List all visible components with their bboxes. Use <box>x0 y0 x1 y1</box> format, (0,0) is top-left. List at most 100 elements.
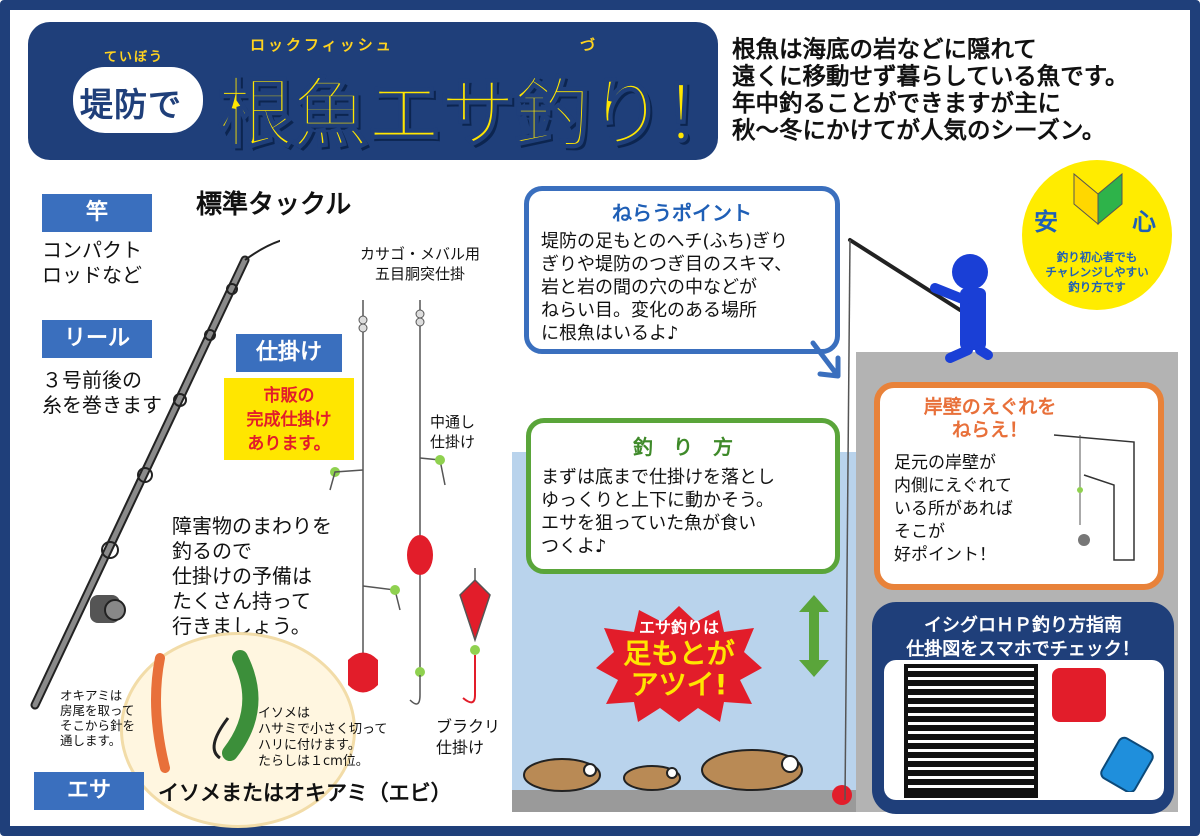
rig-note-line: 市販の <box>263 386 315 406</box>
rigs-illustration <box>329 300 491 705</box>
safety-badge <box>1022 160 1172 310</box>
bait-text: イソメまたはオキアミ（エビ） <box>158 781 452 805</box>
spare-rig-line: 障害物のまわりを <box>172 514 332 538</box>
reel-label: リール <box>42 320 152 358</box>
rig2-caption-line: 仕掛け <box>430 433 476 451</box>
qr-code[interactable] <box>904 664 1038 798</box>
qr-caption-line: 仕掛図をスマホでチェック！ <box>906 639 1140 660</box>
okiami-note-line: 通します。 <box>60 733 122 748</box>
spare-rig-line: 仕掛けの予備は <box>172 564 312 588</box>
method-text-line: ゆっくりと上下に動かそう。 <box>541 490 774 511</box>
qr-caption-line: イシグロＨＰ釣り方指南 <box>924 615 1122 636</box>
method-text-line: まずは底まで仕掛けを落とし <box>541 467 775 488</box>
brand-logo <box>1052 668 1106 722</box>
rod-illustration <box>30 239 280 710</box>
teibou-bubble <box>70 64 206 136</box>
isome-note-line: たらしは１cm位。 <box>258 754 369 769</box>
rod-text-line: コンパクト <box>42 238 142 262</box>
point-bubble: ねらうポイント 堤防の足もとのへチ(ふち)ぎり ぎりや堤防のつぎ目のスキマ、 岩… <box>524 186 840 354</box>
burst-text: エサ釣りは 足もとが アツイ! <box>594 614 764 700</box>
method-text-line: エサを狙っていた魚が食い <box>541 513 757 534</box>
rig3-caption-line: 仕掛け <box>436 738 485 757</box>
wall-tip-line: 足元の岸壁が <box>894 453 996 473</box>
rig3-caption-line: ブラクリ <box>436 717 501 736</box>
rig-label: 仕掛け <box>236 334 342 372</box>
rig2-caption: 中通し 仕掛け <box>430 412 475 452</box>
rig-note-line: 完成仕掛け <box>246 410 332 430</box>
wall-tip-title-line: ねらえ！ <box>951 419 1028 441</box>
method-text-line: つくよ♪ <box>541 536 607 557</box>
point-arrow-icon <box>810 340 841 379</box>
qr-caption: イシグロＨＰ釣り方指南 仕掛図をスマホでチェック！ <box>872 614 1174 662</box>
safety-right: 心 <box>1132 208 1156 236</box>
wall-tip-line: 好ポイント！ <box>894 545 996 565</box>
fish-illustration <box>523 749 852 805</box>
safety-text-line: チャレンジしやすい <box>1045 265 1149 279</box>
rig1-caption-line: カサゴ・メバル用 <box>360 245 481 263</box>
main-title-ruby: ロックフィッシュ <box>250 36 394 54</box>
wall-sketch <box>1053 434 1135 561</box>
point-text-line: に根魚はいるよ♪ <box>541 323 679 344</box>
intro-text: 根魚は海底の岩などに隠れて 遠くに移動せず暮らしている魚です。 年中釣ることがで… <box>732 36 1187 144</box>
rig-note-line: あります。 <box>247 434 331 454</box>
burst-line-1: エサ釣りは <box>638 618 719 637</box>
point-text-line: 岩と岩の間の穴の中などが <box>541 277 757 298</box>
intro-line: 年中釣ることができますが主に <box>732 89 1061 117</box>
reel-text-line: 糸を巻きます <box>42 393 162 417</box>
rod-label: 竿 <box>42 194 152 232</box>
isome-note-line: イソメは <box>258 706 311 721</box>
method-title: 釣 り 方 <box>633 435 733 459</box>
smartphone-icon <box>1100 736 1154 792</box>
wall-tip-box: 岸壁のえぐれを ねらえ！ 足元の岸壁が 内側にえぐれて いる所があれば そこが … <box>874 382 1164 590</box>
method-bubble: 釣 り 方 まずは底まで仕掛けを落とし ゆっくりと上下に動かそう。 エサを狙って… <box>526 418 840 574</box>
up-down-arrow-icon <box>799 595 829 677</box>
reel-text-line: ３号前後の <box>42 368 142 392</box>
spare-rig-line: 釣るので <box>172 539 252 563</box>
safety-text-line: 釣り初心者でも <box>1056 250 1138 264</box>
okiami-note-line: そこから針を <box>60 718 136 733</box>
tackle-heading: 標準タックル <box>196 190 352 220</box>
intro-line: 根魚は海底の岩などに隠れて <box>732 35 1037 63</box>
main-title: 根魚エサ釣り！ <box>217 68 739 159</box>
bait-illustration <box>151 650 259 773</box>
teibou-ruby: ていぼう <box>104 50 165 65</box>
intro-line: 遠くに移動せず暮らしている魚です。 <box>732 62 1129 90</box>
safety-text-line: 釣り方です <box>1068 280 1126 294</box>
rig-note: 市販の 完成仕掛け あります。 <box>224 378 354 460</box>
bait-label: エサ <box>34 772 144 810</box>
spare-rig-text: 障害物のまわりを 釣るので 仕掛けの予備は たくさん持って 行きましょう。 <box>172 514 332 639</box>
okiami-note-line: オキアミは <box>60 688 123 703</box>
point-text-line: 堤防の足もとのへチ(ふち)ぎり <box>541 231 788 252</box>
intro-line: 秋〜冬にかけてが人気のシーズン。 <box>732 116 1106 144</box>
teibou-label: 堤防で <box>80 85 182 124</box>
red-burst-shape <box>596 606 762 722</box>
rig2-caption-line: 中通し <box>430 413 476 431</box>
method-text: まずは底まで仕掛けを落とし ゆっくりと上下に動かそう。 エサを狙っていた魚が食い… <box>541 466 835 558</box>
burst-line-2: 足もとが <box>623 637 735 670</box>
wall-tip-text: 足元の岸壁が 内側にえぐれて いる所があれば そこが 好ポイント！ <box>894 452 1158 567</box>
seabed <box>512 790 856 812</box>
rod-text: コンパクト ロッドなど <box>42 238 142 288</box>
okiami-note-line: 房尾を取って <box>60 703 135 718</box>
burst-line-3: アツイ! <box>630 668 728 701</box>
reel-text: ３号前後の 糸を巻きます <box>42 368 162 418</box>
rig3-caption: ブラクリ 仕掛け <box>436 716 500 758</box>
isome-note-line: ハリに付けます。 <box>258 738 361 753</box>
wall-tip-title: 岸壁のえぐれを ねらえ！ <box>910 396 1070 442</box>
beginner-mark-icon <box>1073 172 1123 226</box>
main-title-ruby-2: づ <box>580 36 596 54</box>
wall-tip-line: いる所があれば <box>894 499 1013 519</box>
wall-tip-line: そこが <box>894 522 945 542</box>
safety-left: 安 <box>1034 208 1058 236</box>
point-title: ねらうポイント <box>612 201 752 225</box>
angler-illustration <box>844 238 993 800</box>
wall-tip-line: 内側にえぐれて <box>894 476 1012 496</box>
wall-tip-title-line: 岸壁のえぐれを <box>923 396 1057 418</box>
point-text-line: ねらい目。変化のある場所 <box>541 300 757 321</box>
isome-note: イソメは ハサミで小さく切って ハリに付けます。 たらしは１cm位。 <box>258 706 387 770</box>
okiami-note: オキアミは 房尾を取って そこから針を 通します。 <box>60 688 135 748</box>
point-text: 堤防の足もとのへチ(ふち)ぎり ぎりや堤防のつぎ目のスキマ、 岩と岩の間の穴の中… <box>541 230 835 345</box>
rig1-caption-line: 五目胴突仕掛 <box>375 265 466 283</box>
point-text-line: ぎりや堤防のつぎ目のスキマ、 <box>541 254 793 275</box>
